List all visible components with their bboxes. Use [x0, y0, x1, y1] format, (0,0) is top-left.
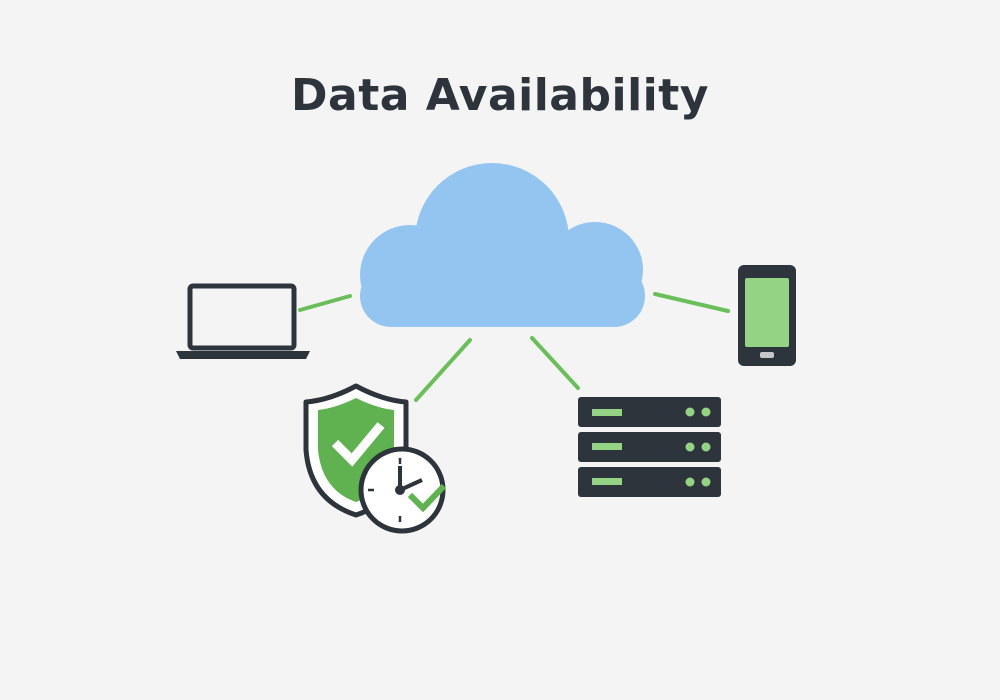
cloud-icon	[360, 163, 645, 327]
connector-phone	[653, 292, 730, 313]
clock-icon	[358, 446, 447, 534]
connector-server	[530, 336, 580, 390]
server-unit	[578, 432, 721, 462]
server-unit	[578, 397, 721, 427]
check-icon	[331, 422, 385, 467]
connectors	[298, 292, 730, 402]
smartphone-icon	[738, 265, 796, 366]
connector-laptop	[298, 294, 352, 312]
server-unit	[578, 467, 721, 497]
diagram-title: Data Availability	[291, 70, 709, 121]
clock-check-icon	[407, 483, 447, 513]
server-rack-icon	[578, 397, 721, 497]
connector-shield	[414, 338, 472, 402]
laptop-icon	[176, 283, 310, 359]
